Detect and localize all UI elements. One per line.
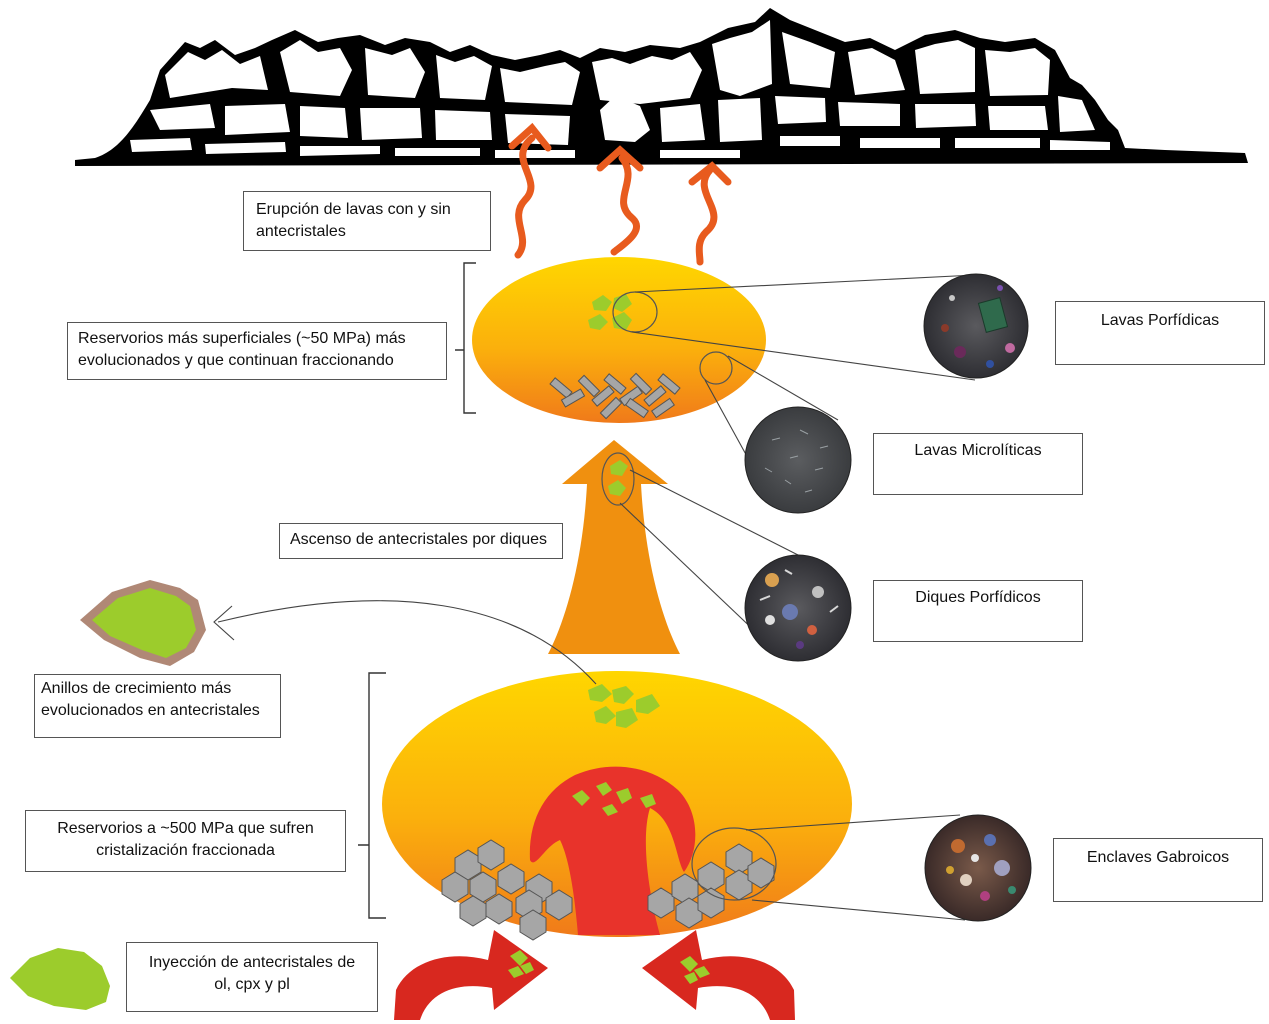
ascent-arrow <box>548 440 680 654</box>
wavy-eruption-arrow <box>614 158 637 252</box>
porphyritic-dikes-label: Diques Porfídicos <box>873 580 1083 642</box>
antecryst-growth-ring <box>80 580 206 666</box>
shallow-reservoir <box>472 257 766 423</box>
thin-section-gabbroic-enclaves <box>925 815 1031 921</box>
injection-label: Inyección de antecristales de ol, cpx y … <box>126 942 378 1012</box>
wavy-eruption-arrow <box>699 170 714 262</box>
thin-section-porphyritic-lavas <box>924 274 1028 378</box>
injection-arrow-right <box>642 930 795 1020</box>
ascent-label: Ascenso de antecristales por diques <box>279 523 563 559</box>
pointer-arrow <box>214 601 596 684</box>
mountain-silhouette <box>75 8 1248 166</box>
eruption-label: Erupción de lavas con y sin antecristale… <box>243 191 491 251</box>
gabbroic-enclaves-label: Enclaves Gabroicos <box>1053 838 1263 902</box>
bracket-deep <box>358 673 386 918</box>
growth-rings-label: Anillos de crecimiento más evolucionados… <box>34 674 281 738</box>
porphyritic-lavas-label: Lavas Porfídicas <box>1055 301 1265 365</box>
antecryst-legend-icon <box>10 948 110 1010</box>
shallow-reservoir-label: Reservorios más superficiales (~50 MPa) … <box>67 322 447 380</box>
injection-arrow-left <box>394 930 548 1020</box>
deep-reservoir <box>382 671 852 940</box>
microlitic-lavas-label: Lavas Microlíticas <box>873 433 1083 495</box>
thin-section-microlitic-lavas <box>745 407 851 513</box>
injection-arrows <box>394 930 795 1020</box>
thin-section-porphyritic-dikes <box>745 555 851 661</box>
deep-reservoir-label: Reservorios a ~500 MPa que sufren crista… <box>25 810 346 872</box>
